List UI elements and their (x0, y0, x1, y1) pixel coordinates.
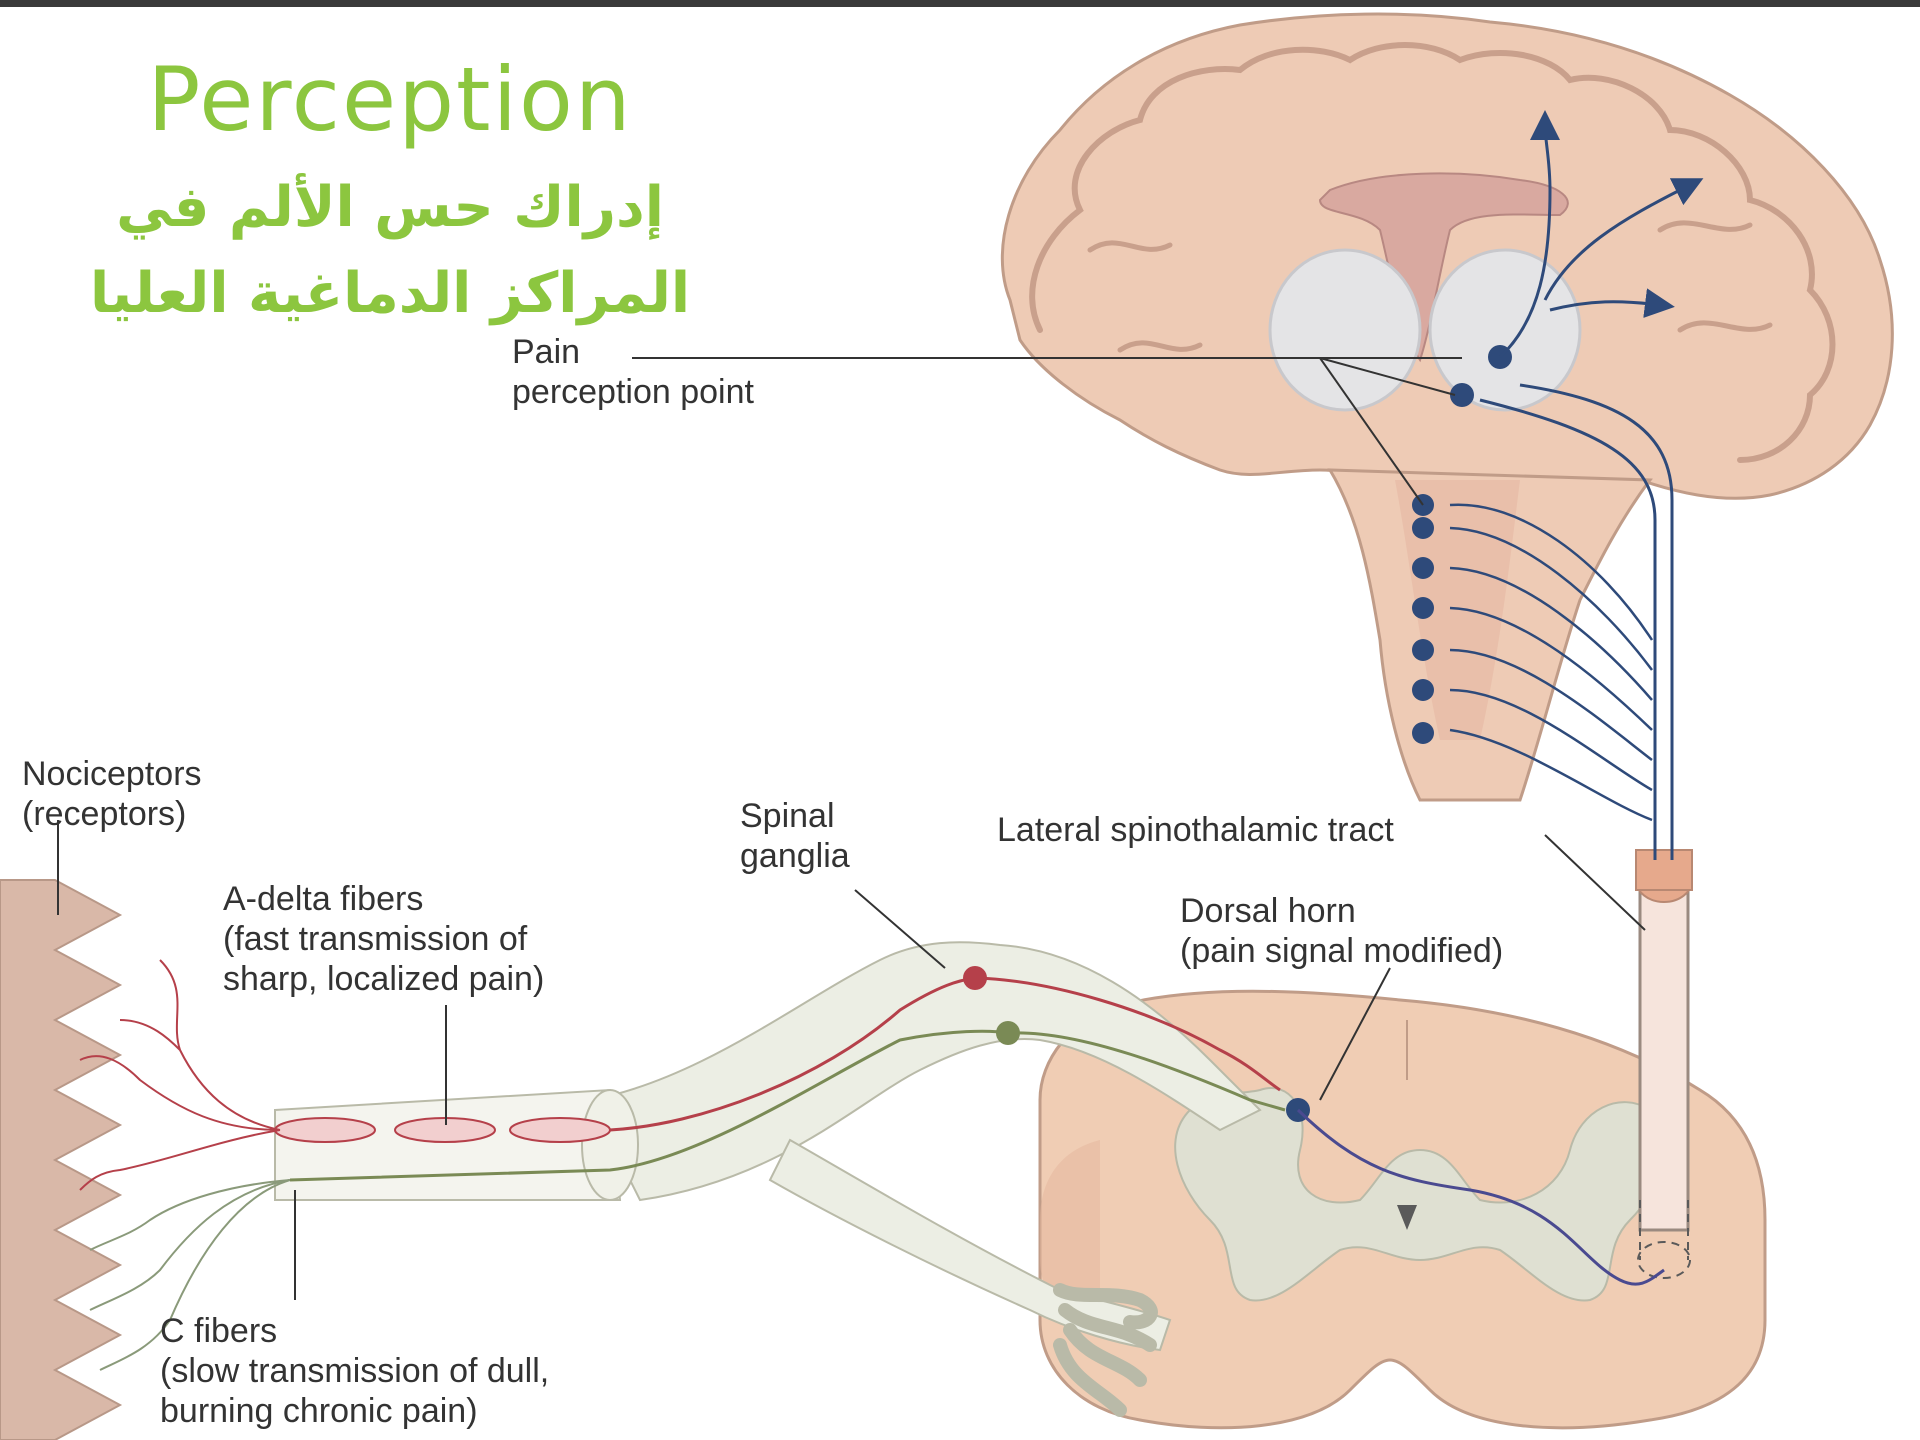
label-a-delta-line2: (fast transmission of (223, 919, 544, 959)
label-spinal-ganglia-line1: Spinal (740, 796, 850, 836)
title-arabic-line1: إدراك حس الألم في (0, 165, 780, 251)
label-a-delta-fibers: A-delta fibers (fast transmission of sha… (223, 879, 544, 999)
label-a-delta-line3: sharp, localized pain) (223, 959, 544, 999)
label-nociceptors: Nociceptors (receptors) (22, 754, 202, 834)
title-arabic-line2: المراكز الدماغية العليا (0, 251, 780, 337)
label-lateral-spinothalamic-tract: Lateral spinothalamic tract (997, 810, 1394, 850)
label-c-fibers-line2: (slow transmission of dull, (160, 1351, 549, 1391)
label-spinal-ganglia-line2: ganglia (740, 836, 850, 876)
label-dorsal-horn-line2: (pain signal modified) (1180, 931, 1503, 971)
label-nociceptors-line1: Nociceptors (22, 754, 202, 794)
label-c-fibers-line1: C fibers (160, 1311, 549, 1351)
label-pain-perception-point: Pain perception point (512, 332, 754, 412)
label-c-fibers-line3: burning chronic pain) (160, 1391, 549, 1431)
label-nociceptors-line2: (receptors) (22, 794, 202, 834)
label-c-fibers: C fibers (slow transmission of dull, bur… (160, 1311, 549, 1431)
title-arabic: إدراك حس الألم في المراكز الدماغية العلي… (0, 165, 780, 337)
brain-coronal-section (1002, 14, 1892, 800)
label-spinal-ganglia: Spinal ganglia (740, 796, 850, 876)
label-pain-line1: Pain (512, 332, 754, 372)
label-pain-line2: perception point (512, 372, 754, 412)
title-english: Perception (0, 48, 780, 151)
spinothalamic-tract-tube (1636, 850, 1692, 1278)
label-a-delta-line1: A-delta fibers (223, 879, 544, 919)
label-dorsal-horn: Dorsal horn (pain signal modified) (1180, 891, 1503, 971)
label-dorsal-horn-line1: Dorsal horn (1180, 891, 1503, 931)
